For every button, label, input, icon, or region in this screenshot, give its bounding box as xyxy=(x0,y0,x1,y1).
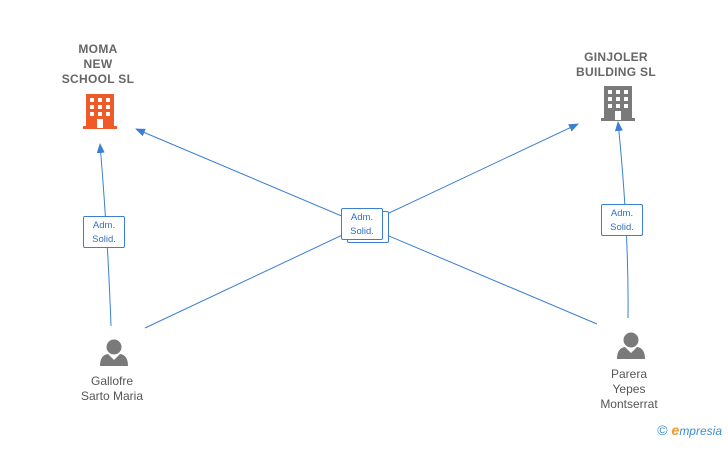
relation-label-line: Solid. xyxy=(92,234,116,245)
brand-logo-text: mpresia xyxy=(679,424,722,438)
company-name-line: SCHOOL SL xyxy=(61,72,135,86)
person-name-line: Parera xyxy=(610,367,648,381)
person-label-parera[interactable]: Parera Yepes Montserrat xyxy=(579,367,679,412)
company-label-moma[interactable]: MOMA NEW SCHOOL SL xyxy=(48,42,148,87)
brand-footer: ©empresia xyxy=(657,422,722,438)
company-label-ginjoler[interactable]: GINJOLER BUILDING SL xyxy=(560,50,672,80)
person-label-gallofre[interactable]: Gallofre Sarto Maria xyxy=(62,374,162,404)
copyright-icon: © xyxy=(657,422,668,438)
relation-label-line: Solid. xyxy=(350,226,374,237)
person-icon xyxy=(617,332,645,359)
company-name-line: BUILDING SL xyxy=(576,65,656,79)
company-name-line: NEW xyxy=(83,57,113,71)
relation-label-line: Adm. xyxy=(610,208,634,219)
relation-label-line: Adm. xyxy=(92,220,116,231)
person-name-line: Montserrat xyxy=(600,397,658,411)
brand-logo-initial: e xyxy=(671,422,680,438)
relation-badge[interactable]: Adm. Solid. xyxy=(341,208,383,240)
relation-label-line: Solid. xyxy=(610,222,634,233)
person-name-line: Yepes xyxy=(612,382,646,396)
company-name-line: MOMA xyxy=(78,42,118,56)
company-name-line: GINJOLER xyxy=(584,50,648,64)
person-name-line: Sarto Maria xyxy=(80,389,144,403)
relation-badge[interactable]: Adm. Solid. xyxy=(83,216,125,248)
relation-badge[interactable]: Adm. Solid. xyxy=(601,204,643,236)
person-icon xyxy=(100,339,128,366)
person-name-line: Gallofre xyxy=(90,374,134,388)
building-icon xyxy=(601,86,635,121)
building-icon xyxy=(83,94,117,129)
relation-label-line: Adm. xyxy=(350,212,374,223)
